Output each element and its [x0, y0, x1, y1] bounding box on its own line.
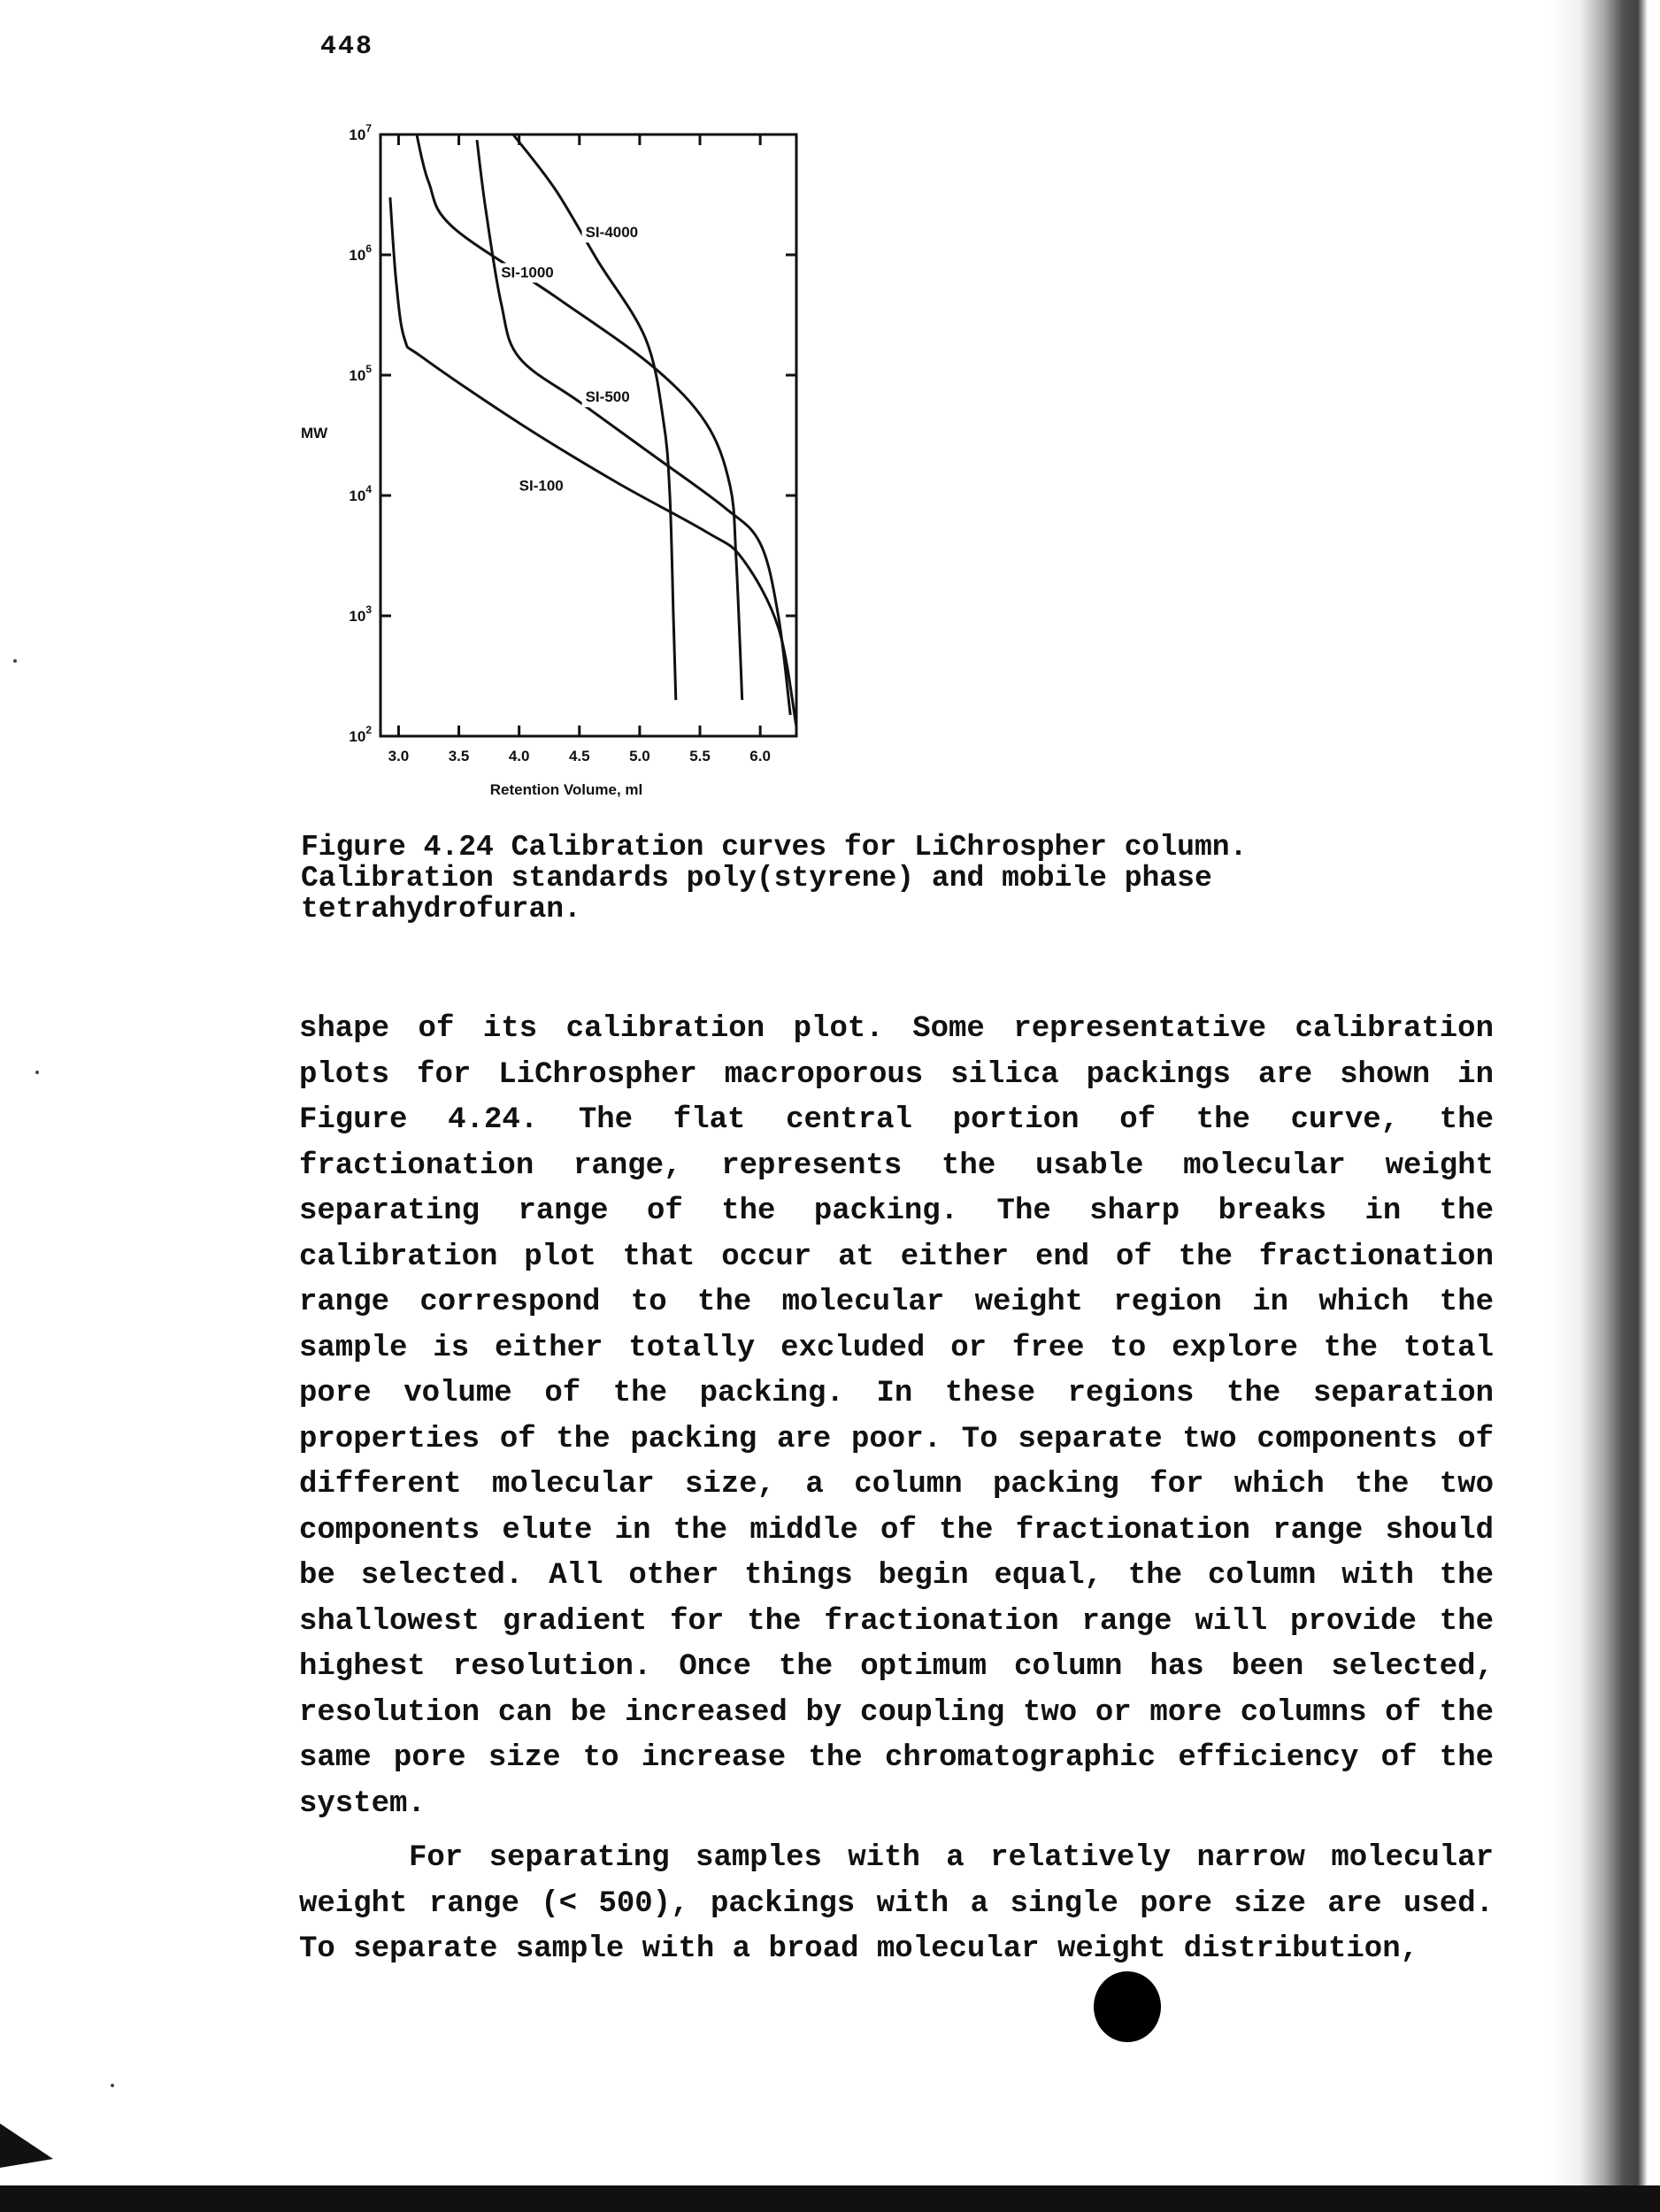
curve-si-4000 — [511, 134, 678, 701]
scan-binding-edge — [1550, 0, 1648, 2212]
y-tick-label: 104 — [349, 483, 372, 504]
y-tick-label: 106 — [349, 242, 372, 264]
x-tick-label: 4.0 — [509, 748, 530, 764]
paragraph-1: shape of its calibration plot. Some repr… — [299, 1012, 1494, 1821]
y-tick-label: 103 — [349, 603, 372, 625]
y-tick-exponent: 3 — [365, 603, 372, 616]
curve-si-100 — [388, 196, 798, 727]
x-tick-label: 5.0 — [629, 748, 650, 764]
y-tick-label: 107 — [349, 122, 372, 143]
series-label-bg — [581, 223, 642, 243]
y-tick-base: 10 — [349, 367, 365, 384]
page-number: 448 — [320, 32, 374, 62]
scan-speck — [111, 2084, 114, 2087]
y-tick-exponent: 5 — [365, 363, 372, 375]
curve-si-1000 — [415, 134, 744, 701]
y-tick-base: 10 — [349, 488, 365, 504]
series-label: SI-4000 — [586, 224, 639, 241]
figure-caption: Figure 4.24 Calibration curves for LiChr… — [301, 831, 1248, 926]
punch-hole — [1094, 1971, 1161, 2042]
x-axis-ticks: 3.0 3.5 4.0 4.5 5.0 5.5 6.0 — [388, 134, 771, 764]
series-label-bg — [515, 476, 576, 496]
series-label-bg — [497, 263, 558, 283]
series-label-bg — [581, 388, 642, 408]
x-tick-label: 3.0 — [388, 748, 410, 764]
y-tick-base: 10 — [349, 728, 365, 745]
y-tick-base: 10 — [349, 127, 365, 143]
series-label: SI-500 — [586, 388, 630, 405]
scan-bottom-edge — [0, 2185, 1660, 2212]
plot-frame — [379, 133, 798, 738]
x-tick-label: 4.5 — [569, 748, 590, 764]
scan-corner-mark — [0, 2124, 53, 2168]
y-axis-label: MW — [301, 425, 328, 442]
y-tick-exponent: 7 — [365, 122, 372, 134]
scan-speck — [13, 659, 17, 663]
y-tick-base: 10 — [349, 608, 365, 625]
y-tick-label: 102 — [349, 724, 372, 745]
x-axis-label: Retention Volume, ml — [490, 781, 643, 798]
y-tick-exponent: 2 — [365, 724, 372, 736]
scan-speck — [35, 1071, 39, 1074]
scan-speck — [1084, 1849, 1087, 1853]
x-tick-label: 6.0 — [749, 748, 771, 764]
x-tick-label: 3.5 — [449, 748, 470, 764]
paragraph-2: For separating samples with a relatively… — [299, 1841, 1494, 1966]
body-text: shape of its calibration plot. Some repr… — [299, 1007, 1494, 1973]
series-label: SI-100 — [519, 477, 564, 494]
y-tick-label: 105 — [349, 363, 372, 384]
y-tick-base: 10 — [349, 247, 365, 264]
x-tick-label: 5.5 — [689, 748, 711, 764]
y-tick-exponent: 6 — [365, 242, 372, 255]
curve-si-500 — [475, 140, 792, 716]
series-label: SI-1000 — [501, 264, 554, 280]
y-tick-exponent: 4 — [365, 483, 372, 495]
